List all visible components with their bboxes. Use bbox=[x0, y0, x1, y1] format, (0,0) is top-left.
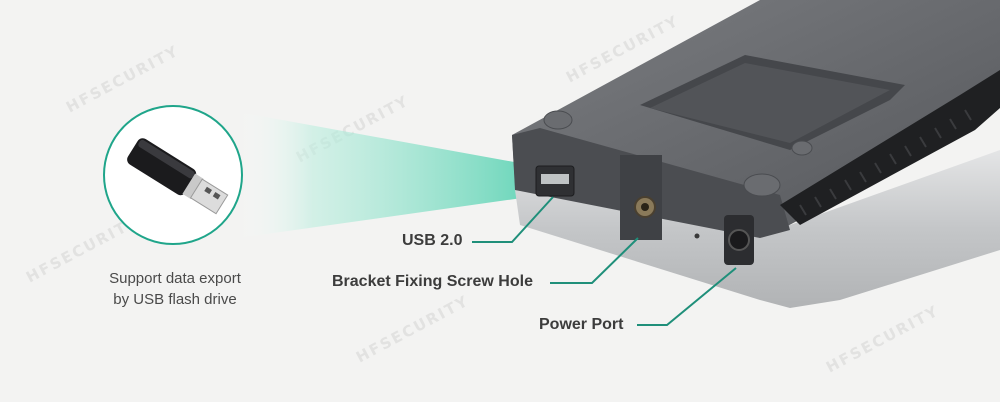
bracket-callout-line bbox=[550, 237, 639, 284]
caption-line-1: Support data export bbox=[109, 270, 241, 287]
usb-export-caption: Support data export by USB flash drive bbox=[80, 268, 270, 310]
usb-label: USB 2.0 bbox=[402, 232, 463, 249]
power-callout-line bbox=[637, 267, 737, 326]
caption-line-2: by USB flash drive bbox=[113, 291, 237, 308]
usb-callout-line bbox=[472, 196, 554, 243]
power-port-label: Power Port bbox=[539, 316, 624, 333]
usb-projection-beam bbox=[238, 112, 536, 238]
usb-flash-drive-icon bbox=[127, 138, 229, 215]
device-vent-grill bbox=[780, 70, 1000, 225]
bracket-screw-hole-label: Bracket Fixing Screw Hole bbox=[332, 273, 533, 290]
usb-drive-circle bbox=[103, 105, 243, 245]
